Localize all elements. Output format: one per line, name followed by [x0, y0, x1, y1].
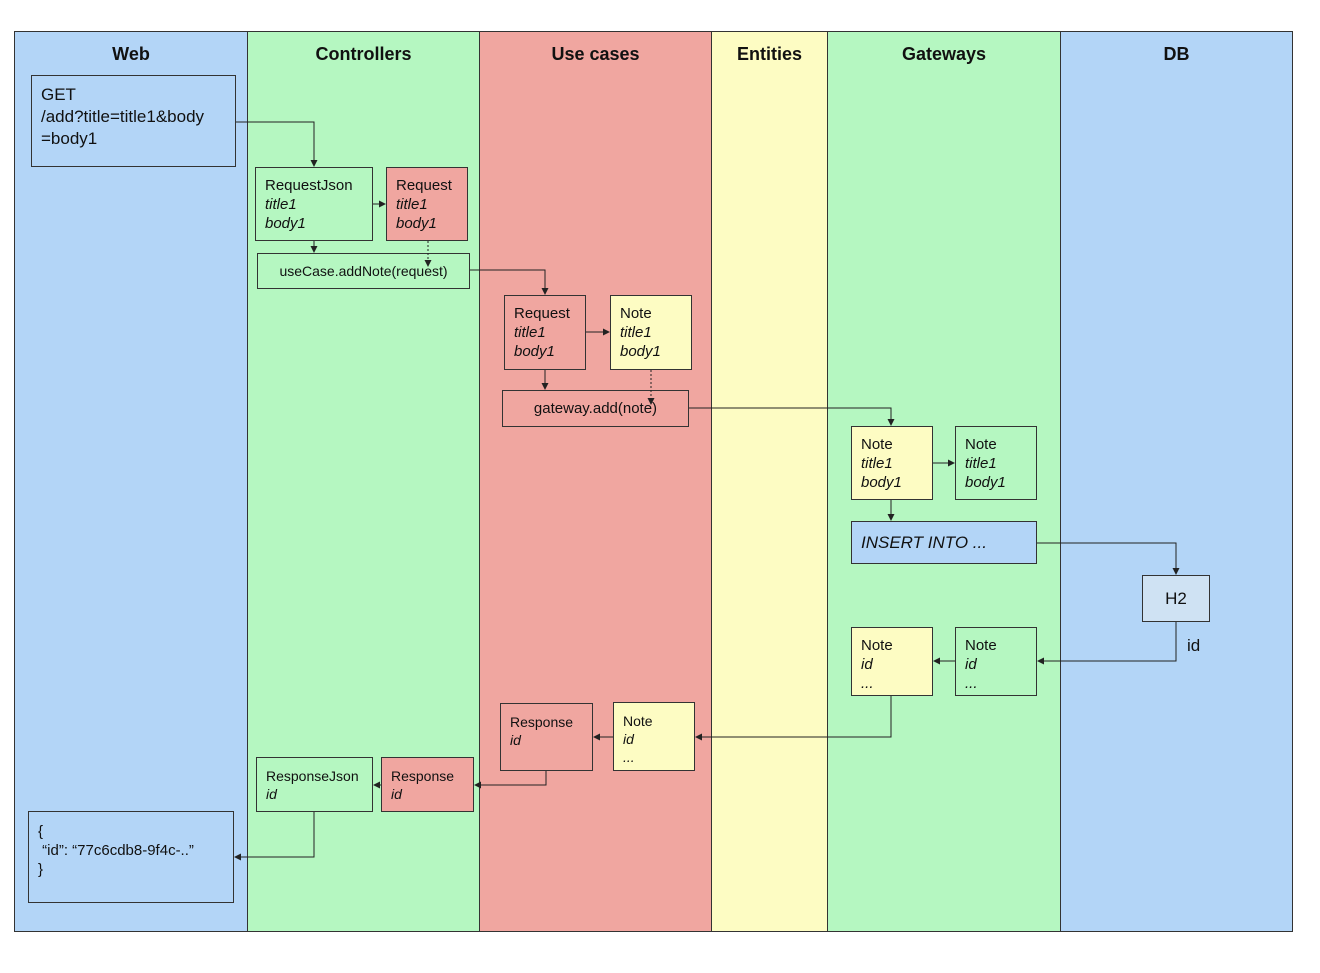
- usecase-response-title: Response: [510, 714, 574, 730]
- request-json-title: RequestJson: [265, 177, 353, 194]
- lane-web: Web: [14, 31, 248, 932]
- json-response-open: {: [38, 823, 44, 840]
- gateway-note-db-title: Note: [965, 436, 997, 453]
- response-json-field-id: id: [266, 786, 277, 802]
- lane-entities: Entities: [712, 31, 828, 932]
- gateway-note-ret-field-id: id: [861, 656, 873, 673]
- usecase-request-field-title: title1: [514, 324, 546, 341]
- request-json-box: RequestJson title1 body1: [255, 167, 373, 241]
- controller-request-field-body: body1: [396, 215, 437, 232]
- gateway-note-db-ret-field-id: id: [965, 656, 977, 673]
- gateway-note-db-field-body: body1: [965, 474, 1006, 491]
- gateway-add-call-box: gateway.add(note): [502, 390, 689, 427]
- h2-database-label: H2: [1165, 588, 1187, 608]
- controller-response-title: Response: [391, 768, 455, 784]
- gateway-note-db-ret-box: Note id ...: [955, 627, 1037, 696]
- lane-title-usecases: Use cases: [551, 44, 640, 64]
- usecase-note-box: Note title1 body1: [610, 295, 692, 370]
- lane-title-gateways: Gateways: [901, 44, 987, 64]
- usecase-note-out-field-id: id: [623, 731, 634, 747]
- json-response-body: “id”: “77c6cdb8-9f4c-..”: [38, 842, 194, 859]
- usecase-response-box: Response id: [500, 703, 593, 771]
- lane-usecases: Use cases: [480, 31, 712, 932]
- usecase-note-out-box: Note id ...: [613, 702, 695, 771]
- h2-database-box: H2: [1142, 575, 1210, 622]
- response-json-title: ResponseJson: [266, 768, 359, 784]
- response-json-box: ResponseJson id: [256, 757, 373, 812]
- controller-response-field-id: id: [391, 786, 402, 802]
- add-note-call-box: useCase.addNote(request): [257, 253, 470, 289]
- get-request-line-3: =body1: [41, 129, 98, 148]
- controller-request-field-title: title1: [396, 196, 428, 213]
- usecase-response-field-id: id: [510, 732, 521, 748]
- usecase-note-title: Note: [620, 305, 652, 322]
- usecase-request-box: Request title1 body1: [504, 295, 586, 370]
- lane-title-db: DB: [1163, 44, 1190, 64]
- get-request-line-2: /add?title=title1&body: [41, 107, 205, 126]
- gateway-note-in-box: Note title1 body1: [851, 426, 933, 500]
- get-request-line-1: GET: [41, 85, 76, 104]
- usecase-note-field-title: title1: [620, 324, 652, 341]
- get-request-box: GET /add?title=title1&body =body1: [31, 75, 236, 167]
- gateway-add-call-label: gateway.add(note): [533, 400, 658, 417]
- usecase-note-out-field-more: ...: [623, 749, 635, 765]
- gateway-note-ret-field-more: ...: [861, 675, 874, 692]
- add-note-call-label: useCase.addNote(request): [279, 263, 448, 279]
- insert-into-box: INSERT INTO ...: [851, 521, 1037, 564]
- controller-request-box: Request title1 body1: [386, 167, 468, 241]
- usecase-request-field-body: body1: [514, 343, 555, 360]
- db-id-label: id: [1187, 636, 1201, 655]
- insert-into-label: INSERT INTO ...: [861, 533, 987, 552]
- gateway-note-db-ret-field-more: ...: [965, 675, 978, 692]
- usecase-request-title: Request: [514, 305, 570, 322]
- gateway-note-in-field-title: title1: [861, 455, 893, 472]
- json-response-box: { “id”: “77c6cdb8-9f4c-..” }: [28, 811, 234, 903]
- gateway-note-in-field-body: body1: [861, 474, 902, 491]
- gateway-note-in-title: Note: [861, 436, 893, 453]
- request-json-field-body: body1: [265, 215, 306, 232]
- lane-db: DB: [1061, 31, 1293, 932]
- controller-response-box: Response id: [381, 757, 474, 812]
- gateway-note-db-box: Note title1 body1: [955, 426, 1037, 500]
- gateway-note-ret-title: Note: [861, 637, 893, 654]
- usecase-note-out-title: Note: [623, 713, 653, 729]
- lane-title-entities: Entities: [736, 44, 802, 64]
- controller-request-title: Request: [396, 177, 452, 194]
- json-response-close: }: [38, 861, 44, 878]
- lane-title-web: Web: [112, 44, 150, 64]
- lane-title-controllers: Controllers: [315, 44, 412, 64]
- gateway-note-db-ret-title: Note: [965, 637, 997, 654]
- gateway-note-ret-box: Note id ...: [851, 627, 933, 696]
- gateway-note-db-field-title: title1: [965, 455, 997, 472]
- request-json-field-title: title1: [265, 196, 297, 213]
- usecase-note-field-body: body1: [620, 343, 661, 360]
